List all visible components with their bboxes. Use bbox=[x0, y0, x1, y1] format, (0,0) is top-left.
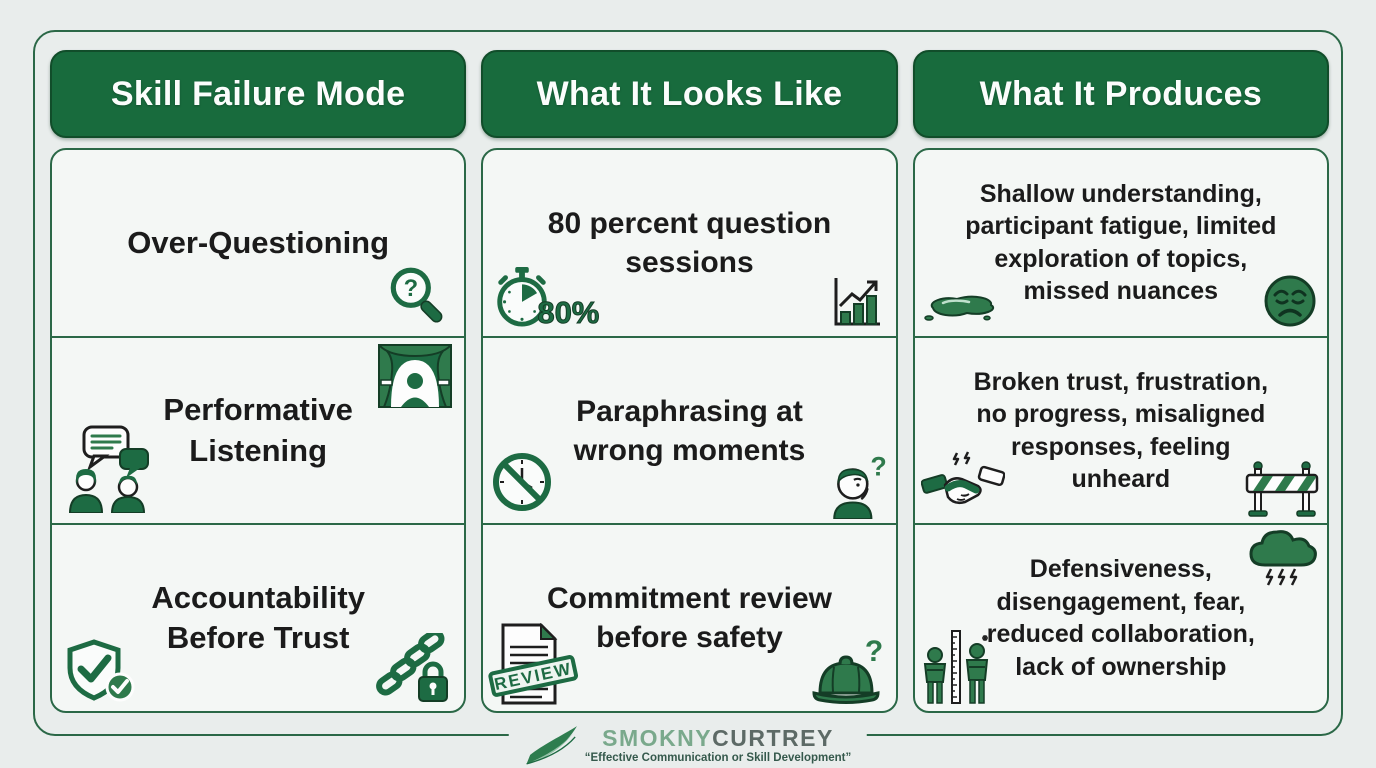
stopwatch-icon: 80% bbox=[491, 266, 600, 330]
chain-lock-icon bbox=[376, 629, 454, 705]
comparison-table: Skill Failure Mode Over-Questioning ? Pe… bbox=[50, 50, 1329, 713]
produces-text: Defensiveness, disengagement, fear, redu… bbox=[986, 555, 1255, 681]
column-body: Over-Questioning ? Performative Listenin… bbox=[50, 148, 467, 713]
magnifier-question-icon: ? bbox=[384, 262, 450, 328]
failure-mode-text: Over-Questioning bbox=[127, 224, 390, 260]
svg-text:?: ? bbox=[870, 453, 886, 482]
puddle-icon bbox=[921, 292, 1001, 322]
growth-chart-icon bbox=[828, 274, 884, 330]
brand-leaf-icon bbox=[526, 726, 577, 765]
looks-like-text: Commitment review before safety bbox=[546, 582, 833, 655]
cell-commitment-review: Commitment review before safety REVIEW bbox=[483, 523, 896, 711]
brand-name: SMOKNYCURTREY bbox=[602, 726, 834, 750]
cell-over-questioning: Over-Questioning ? bbox=[52, 150, 464, 336]
column-produces: What It Produces Shallow understanding, … bbox=[912, 50, 1329, 713]
produces-text: Shallow understanding, participant fatig… bbox=[965, 179, 1277, 306]
brand-name-secondary: CURTREY bbox=[712, 724, 834, 751]
conversation-people-icon bbox=[64, 425, 168, 515]
failure-mode-text: Performative Listening bbox=[163, 392, 353, 468]
stage-curtain-icon bbox=[377, 343, 454, 408]
shield-check-icon bbox=[66, 639, 140, 703]
header-skill-failure-mode: Skill Failure Mode bbox=[50, 50, 467, 138]
cell-defensiveness: Defensiveness, disengagement, fear, redu… bbox=[914, 523, 1327, 711]
svg-text:?: ? bbox=[864, 637, 882, 668]
cell-shallow-understanding: Shallow understanding, participant fatig… bbox=[915, 150, 1327, 336]
thinking-person-icon: ? bbox=[830, 452, 888, 521]
looks-like-text: 80 percent question sessions bbox=[547, 206, 832, 279]
header-what-it-looks-like: What It Looks Like bbox=[481, 50, 898, 138]
review-document-icon: REVIEW bbox=[487, 622, 579, 705]
hard-hat-question-icon: ? bbox=[812, 635, 886, 707]
column-body: 80 percent question sessions bbox=[481, 148, 898, 713]
sad-face-icon bbox=[1263, 274, 1317, 328]
cell-80-percent-questions: 80 percent question sessions bbox=[483, 150, 895, 336]
cell-broken-trust: Broken trust, frustration, no progress, … bbox=[914, 335, 1327, 524]
brand-tagline: “Effective Communication or Skill Develo… bbox=[584, 752, 852, 765]
handshake-conflict-icon bbox=[920, 451, 1006, 513]
column-looks-like: What It Looks Like 80 percent question s… bbox=[481, 50, 898, 713]
clock-slash-icon bbox=[491, 451, 553, 513]
failure-mode-text: Accountability Before Trust bbox=[151, 579, 365, 656]
column-failure-mode: Skill Failure Mode Over-Questioning ? Pe… bbox=[50, 50, 467, 713]
looks-like-text: Paraphrasing at wrong moments bbox=[573, 394, 806, 467]
cell-performative-listening: Performative Listening bbox=[52, 335, 465, 524]
brand-name-primary: SMOKNY bbox=[602, 724, 713, 751]
column-body: Shallow understanding, participant fatig… bbox=[912, 148, 1329, 713]
produces-text: Broken trust, frustration, no progress, … bbox=[973, 367, 1269, 494]
road-barrier-icon bbox=[1245, 461, 1319, 518]
storm-cloud-icon bbox=[1245, 527, 1319, 589]
svg-text:?: ? bbox=[404, 276, 418, 302]
cell-accountability-before-trust: Accountability Before Trust bbox=[52, 523, 465, 711]
brand-text-block: SMOKNYCURTREY “Effective Communication o… bbox=[585, 726, 851, 764]
cell-paraphrasing-wrong-moments: Paraphrasing at wrong moments bbox=[483, 335, 896, 524]
people-measure-icon bbox=[921, 629, 991, 707]
stopwatch-percent-label: 80% bbox=[537, 294, 600, 330]
header-what-it-produces: What It Produces bbox=[912, 50, 1329, 138]
footer-brand: SMOKNYCURTREY “Effective Communication o… bbox=[508, 722, 868, 766]
